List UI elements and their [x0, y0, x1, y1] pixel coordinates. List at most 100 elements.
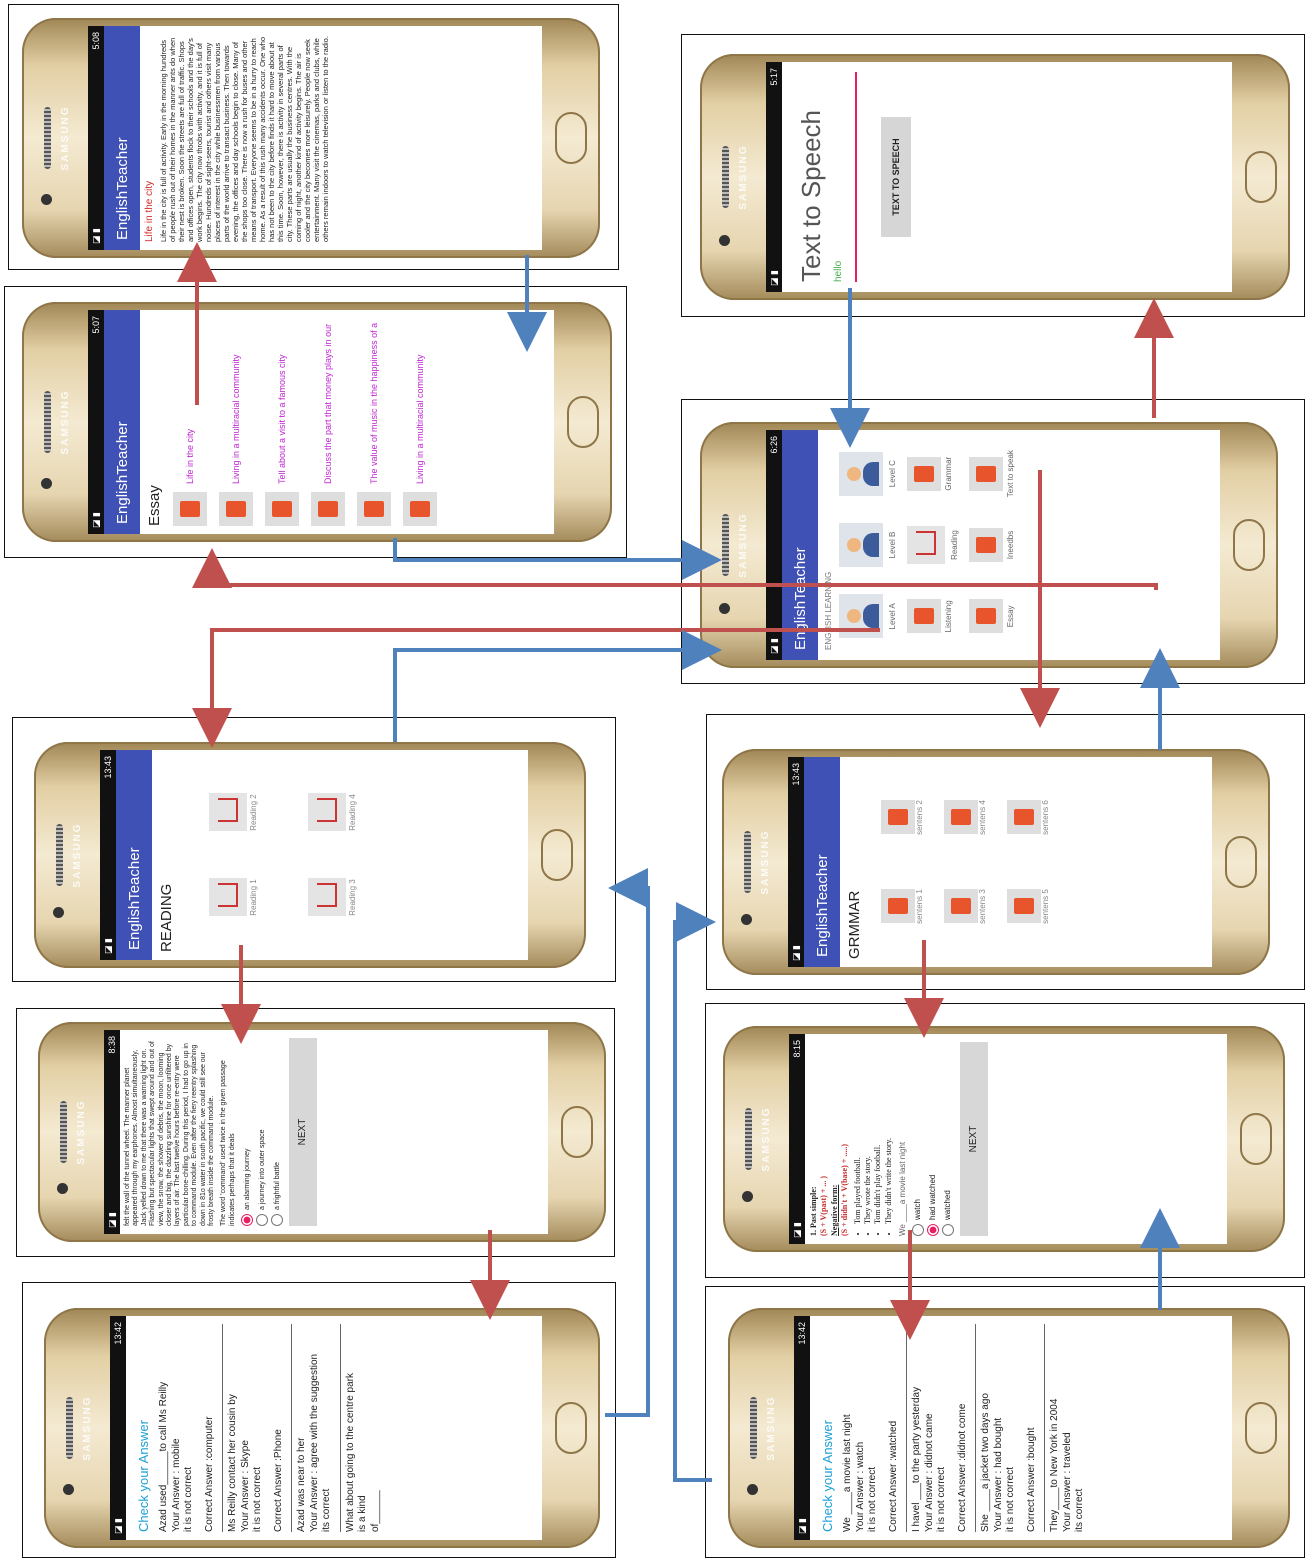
home-button[interactable] [561, 1106, 593, 1158]
passage-text: felt the wall of the tunnel wheel. The m… [124, 1041, 215, 1226]
answer-option[interactable]: watched [941, 1042, 954, 1236]
home-button[interactable] [1225, 836, 1257, 888]
brand-label: SAMSUNG [738, 144, 749, 210]
reading-item[interactable]: Reading 2 [209, 770, 258, 855]
grammar-item[interactable]: sentens 4 [944, 773, 987, 862]
home-button[interactable] [1233, 519, 1265, 571]
home-button[interactable] [555, 112, 587, 164]
answer-line: it is not correct [867, 1466, 879, 1532]
status-icons: ◪ ▮ [790, 945, 801, 961]
essay-item-label: Tell about a visit to a famous city [277, 354, 287, 484]
grammar-item[interactable]: sentens 3 [944, 862, 987, 951]
speaker-grille [44, 391, 51, 453]
level-avatar-icon [839, 523, 883, 568]
essay-list-item[interactable]: Living in a multiracial community [213, 310, 259, 534]
home-menu-item[interactable]: Essay [969, 581, 1015, 652]
speaker-grille [60, 1101, 67, 1163]
answer-option-label: watched [942, 1190, 952, 1220]
reading-item[interactable]: Reading 3 [308, 855, 357, 940]
phone-home: SAMSUNG ◪ ▮6:26 EnglishTeacher ENGLISH L… [700, 422, 1278, 668]
essay-body: Life in the city is full of activity. Ea… [159, 36, 330, 242]
radio-button[interactable] [256, 1214, 269, 1226]
home-menu-item[interactable]: Level A [839, 581, 897, 652]
home-menu-label: Ineedbs [1006, 530, 1015, 560]
level-avatar-icon [839, 594, 883, 639]
reading-item[interactable]: Reading 1 [209, 855, 258, 940]
home-button[interactable] [567, 396, 599, 448]
grammar-item[interactable]: sentens 5 [1007, 862, 1050, 951]
home-button[interactable] [541, 829, 573, 881]
radio-button[interactable] [241, 1214, 254, 1226]
example-list: Tom played football.They wrote the story… [853, 1042, 895, 1224]
answer-option[interactable]: a journey into outer space [256, 1038, 269, 1226]
radio-button[interactable] [911, 1224, 924, 1236]
answer-line: Correct Answer :bought [1025, 1427, 1037, 1533]
tts-heading: Text to Speech [796, 110, 826, 282]
level-avatar-icon [839, 451, 883, 496]
speaker-grille [56, 824, 63, 886]
essay-heading: Essay [146, 485, 163, 526]
home-menu-label: Grammar [944, 456, 953, 491]
answer-line: Correct Answer :Phone [272, 1429, 284, 1532]
camera-icon [57, 1182, 68, 1194]
radio-button[interactable] [941, 1224, 954, 1236]
home-button[interactable] [1245, 1402, 1277, 1454]
answer-line: I havel ___to the party yesterday [911, 1386, 923, 1532]
essay-list-item[interactable]: The value of music in the happiness of a [351, 310, 397, 534]
reading-item[interactable]: Reading 4 [308, 770, 357, 855]
status-icons: ◪ ▮ [112, 1518, 123, 1534]
divider [1044, 1324, 1046, 1532]
tts-button[interactable]: TEXT TO SPEECH [881, 117, 911, 237]
home-button[interactable] [555, 1402, 587, 1454]
answer-line: Your Answer : Skype [239, 1440, 251, 1532]
screen: ◪ ▮5:17 Text to Speech hello TEXT TO SPE… [766, 62, 1232, 292]
home-menu-item[interactable]: Listening [907, 581, 959, 652]
essay-list-item[interactable]: Tell about a visit to a famous city [259, 310, 305, 534]
reading-item-label: Reading 1 [249, 879, 258, 916]
phone-reading-quiz: SAMSUNG ◪ ▮8:38 felt the wall of the tun… [38, 1022, 606, 1242]
home-button[interactable] [1240, 1113, 1272, 1165]
answer-option[interactable]: an alarming journey [241, 1038, 254, 1226]
essay-list-item[interactable]: Discuss the part that money plays in our [305, 310, 351, 534]
grammar-item[interactable]: sentens 2 [881, 773, 924, 862]
speaker-grille [44, 107, 51, 169]
next-button[interactable]: NEXT [959, 1042, 988, 1236]
answer-option[interactable]: watch [911, 1042, 924, 1236]
answer-option[interactable]: had watched [926, 1042, 939, 1236]
tts-input[interactable]: hello [833, 72, 857, 282]
answer-option-label: a journey into outer space [258, 1129, 266, 1210]
answer-option-label: had watched [927, 1174, 937, 1220]
essay-book-icon [173, 492, 207, 526]
brand-label: SAMSUNG [760, 829, 771, 895]
grammar-item[interactable]: sentens 6 [1007, 773, 1050, 862]
essay-list-item[interactable]: Living in a multiracial community [397, 310, 443, 534]
phone-essay-list: SAMSUNG ◪ ▮5:07 EnglishTeacher Essay Lif… [22, 302, 612, 542]
answer-option[interactable]: a frightful battle [271, 1038, 284, 1226]
home-menu-item[interactable]: Text to speak [969, 438, 1015, 509]
home-menu-item[interactable]: Level C [839, 438, 897, 509]
radio-button[interactable] [926, 1224, 939, 1236]
next-button[interactable]: NEXT [289, 1038, 318, 1226]
answer-line [265, 1324, 273, 1532]
home-menu-label: Text to speak [1006, 450, 1015, 498]
answer-option-label: an alarming journey [243, 1148, 251, 1210]
grammar-item[interactable]: sentens 1 [881, 862, 924, 951]
status-time: 13:42 [797, 1322, 807, 1345]
brand-label: SAMSUNG [766, 1395, 777, 1461]
home-menu-item[interactable]: Grammar [907, 438, 959, 509]
book-icon [881, 800, 915, 835]
radio-button[interactable] [271, 1214, 284, 1226]
home-menu-item[interactable]: Reading [907, 509, 959, 580]
home-menu-item[interactable]: Level B [839, 509, 897, 580]
status-time: 6:26 [769, 436, 779, 454]
home-menu-item[interactable]: Ineedbs [969, 509, 1015, 580]
essay-list-item[interactable]: Life in the city [167, 310, 213, 534]
home-button[interactable] [1245, 151, 1277, 203]
